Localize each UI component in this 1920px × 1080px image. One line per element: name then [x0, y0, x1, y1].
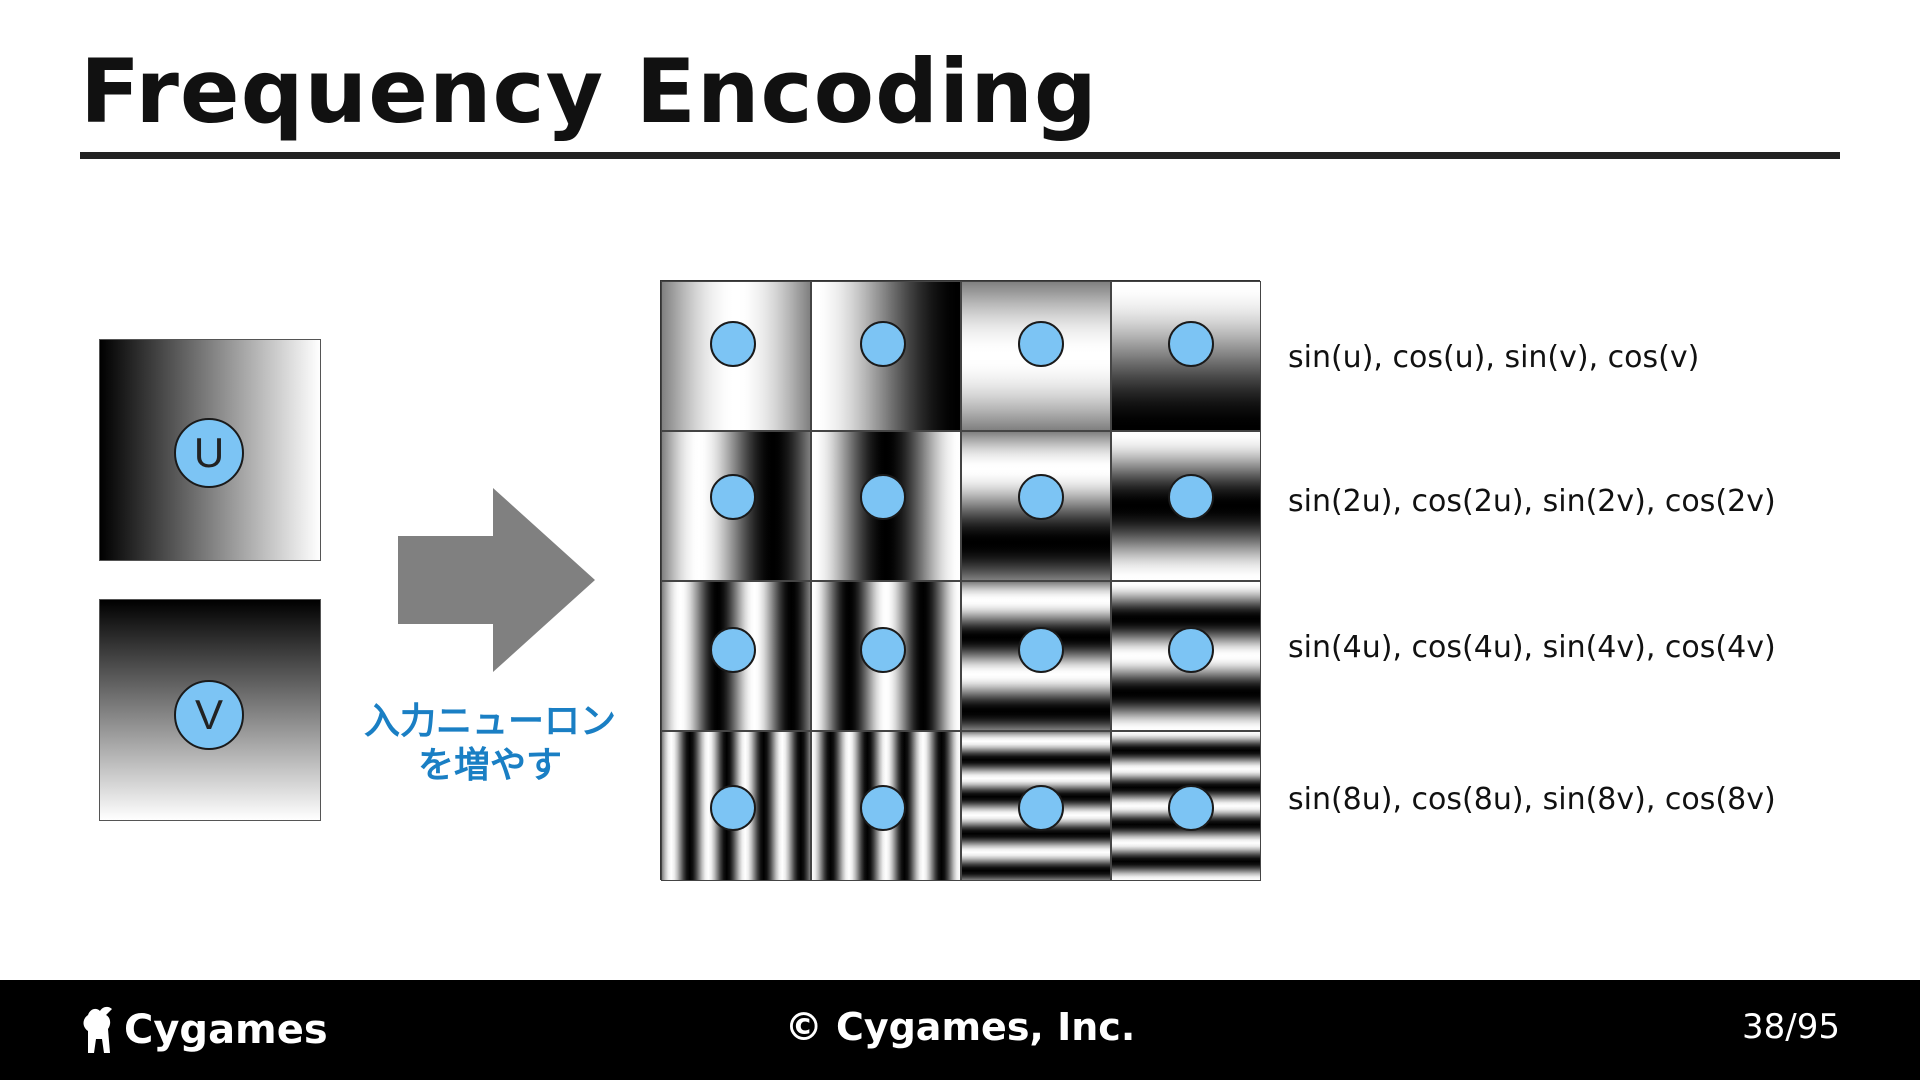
- grid-cell: [1111, 581, 1261, 731]
- grid-cell: [811, 281, 961, 431]
- grid-cell: [661, 581, 811, 731]
- right-arrow-icon: [398, 488, 595, 672]
- neuron-dot: [860, 627, 906, 673]
- neuron-dot: [710, 474, 756, 520]
- row-label: sin(2u), cos(2u), sin(2v), cos(2v): [1288, 484, 1776, 519]
- neuron-dot: [710, 321, 756, 367]
- grid-cell: [961, 581, 1111, 731]
- row-label: sin(u), cos(u), sin(v), cos(v): [1288, 340, 1700, 375]
- grid-cell: [661, 281, 811, 431]
- caption-line-2: を増やす: [417, 745, 562, 786]
- neuron-dot: [1018, 627, 1064, 673]
- cygames-logo: Cygames: [80, 1000, 328, 1060]
- footer: Cygames © Cygames, Inc. 38/95: [0, 980, 1920, 1080]
- neuron-dot: [860, 785, 906, 831]
- slide-title: Frequency Encoding: [80, 40, 1098, 143]
- u-neuron: U: [174, 418, 244, 488]
- neuron-dot: [860, 474, 906, 520]
- row-label: sin(8u), cos(8u), sin(8v), cos(8v): [1288, 782, 1776, 817]
- grid-cell: [1111, 431, 1261, 581]
- copyright: © Cygames, Inc.: [784, 1005, 1136, 1049]
- neuron-dot: [1168, 474, 1214, 520]
- neuron-dot: [1168, 627, 1214, 673]
- grid-cell: [811, 581, 961, 731]
- neuron-dot: [710, 785, 756, 831]
- title-underline: [80, 152, 1840, 159]
- frequency-grid: [660, 280, 1261, 881]
- grid-cell: [811, 431, 961, 581]
- grid-cell: [961, 281, 1111, 431]
- grid-cell: [661, 731, 811, 881]
- neuron-dot: [1168, 785, 1214, 831]
- grid-cell: [661, 431, 811, 581]
- caption-line-1: 入力ニューロン: [363, 701, 616, 742]
- grid-cell: [1111, 731, 1261, 881]
- neuron-dot: [1018, 785, 1064, 831]
- v-neuron: V: [174, 680, 244, 750]
- neuron-dot: [1168, 321, 1214, 367]
- grid-cell: [961, 731, 1111, 881]
- neuron-dot: [860, 321, 906, 367]
- neuron-dot: [710, 627, 756, 673]
- grid-cell: [811, 731, 961, 881]
- row-label: sin(4u), cos(4u), sin(4v), cos(4v): [1288, 630, 1776, 665]
- page-number: 38/95: [1742, 1007, 1840, 1047]
- caption: 入力ニューロン を増やす: [340, 700, 640, 788]
- grid-cell: [961, 431, 1111, 581]
- neuron-dot: [1018, 474, 1064, 520]
- grid-cell: [1111, 281, 1261, 431]
- cygames-mark-icon: [83, 1006, 112, 1053]
- logo-text: Cygames: [124, 1007, 328, 1053]
- neuron-dot: [1018, 321, 1064, 367]
